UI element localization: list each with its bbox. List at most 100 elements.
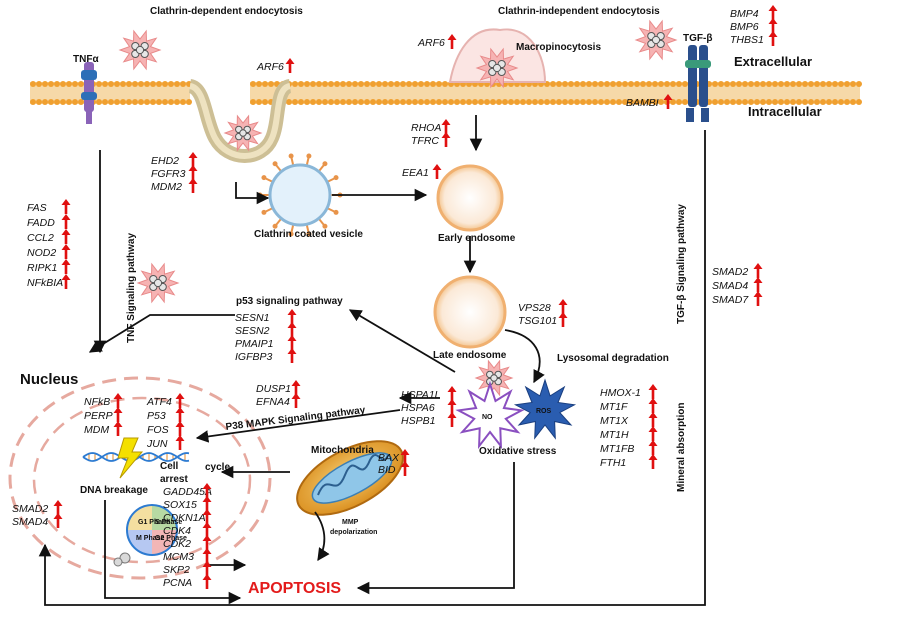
upregulated-arrow-icon [113,421,123,436]
gene-late-endosome: TSG101 [518,315,557,327]
label-cycle: cycle [205,462,230,473]
upregulated-arrow-icon [202,483,212,498]
upregulated-arrow-icon [175,393,185,408]
tgf-beta-receptor-icon [685,45,711,122]
late-endosome [433,275,507,349]
label-clathrin-coated-vesicle: Clathrin coated vesicle [254,229,363,240]
upregulated-arrow-icon [202,522,212,537]
nanoparticle-icon [223,114,263,152]
gene-bax-bid: BID [378,464,396,476]
gene-tnf-pathway: FADD [27,217,55,229]
upregulated-arrow-icon [663,94,673,109]
upregulated-arrow-icon [285,58,295,73]
gene-eea1: EEA1 [402,167,429,179]
upregulated-arrow-icon [753,263,763,278]
nanoparticle-icon [475,47,519,89]
upregulated-arrow-icon [202,535,212,550]
upregulated-arrow-icon [441,119,451,134]
gene-cell-cycle: CDK2 [163,538,191,550]
upregulated-arrow-icon [558,299,568,314]
gene-smad-nucleus: SMAD4 [12,516,48,528]
upregulated-arrow-icon [53,500,63,515]
label-cell: Cell [160,461,179,472]
upregulated-arrow-icon [291,380,301,395]
gene-p38-pathway: EFNA4 [256,396,290,408]
clathrin-coated-vesicle [257,153,343,237]
label-tnf-alpha: TNFα [73,54,99,65]
gene-smad-nucleus: SMAD2 [12,503,48,515]
phase-m: M Phase [136,535,165,542]
upregulated-arrow-icon [768,18,778,33]
gene-nucleus: FOS [147,424,169,436]
gene-hsp: HSPB1 [401,415,435,427]
tnf-receptor-icon [81,62,97,124]
lightning-bolt-icon [117,437,144,479]
label-early-endosome: Early endosome [438,233,516,244]
gene-nucleus: PERP [84,410,113,422]
gene-rhoa-tfrc: TFRC [411,135,439,147]
upregulated-arrow-icon [61,199,71,214]
upregulated-arrow-icon [175,407,185,422]
gene-cell-cycle: GADD45A [163,486,212,498]
label-mmp: MMP [342,519,359,526]
mitochondria-icon [296,440,404,516]
gene-smad-tgf: SMAD7 [712,294,749,306]
gene-tnf-pathway: NFkBIA [27,277,63,289]
gene-bambi: BAMBI [626,97,659,109]
label-depolarization: depolarization [330,529,377,536]
gene-cell-cycle: MCM3 [163,551,194,563]
gene-hsp: HSPA6 [401,402,435,414]
upregulated-arrow-icon [648,384,658,399]
nanoparticle-icon [136,262,180,304]
label-lysosomal-degradation: Lysosomal degradation [557,353,669,364]
upregulated-arrow-icon [648,398,658,413]
label-macropinocytosis: Macropinocytosis [516,42,601,53]
phase-s: S Phase [155,519,182,526]
upregulated-arrow-icon [61,274,71,289]
upregulated-arrow-icon [400,449,410,464]
gene-cell-cycle: CDKN1A [163,512,206,524]
title-clathrin-independent: Clathrin-independent endocytosis [498,6,660,17]
phase-g1: G1 Phase [138,519,170,526]
upregulated-arrow-icon [648,412,658,427]
nanoparticle-icon [474,359,514,397]
upregulated-arrow-icon [753,277,763,292]
upregulated-arrow-icon [447,412,457,427]
gene-arf6: ARF6 [256,61,284,73]
upregulated-arrow-icon [175,421,185,436]
nucleus-inner-membrane [32,396,252,564]
upregulated-arrow-icon [53,513,63,528]
nitric-oxide-star [455,380,525,450]
upregulated-arrow-icon [61,229,71,244]
gene-rhoa-tfrc: RHOA [411,122,441,134]
gene-late-endosome: VPS28 [518,302,551,314]
label-apoptosis: APOPTOSIS [248,580,341,597]
ros-star [513,378,577,440]
upregulated-arrow-icon [768,5,778,20]
gene-tnf-pathway: NOD2 [27,247,56,259]
gene-nucleus: ATF4 [146,396,172,408]
upregulated-arrow-icon [188,165,198,180]
gene-tnf-pathway: CCL2 [27,232,54,244]
early-endosome [436,164,504,232]
gene-tgf-ligand: THBS1 [730,34,764,46]
upregulated-arrow-icon [202,548,212,563]
gene-tnf-pathway: RIPK1 [27,262,57,274]
gene-cell-cycle: SKP2 [163,564,190,576]
upregulated-arrow-icon [768,31,778,46]
upregulated-arrow-icon [753,291,763,306]
upregulated-arrow-icon [287,322,297,337]
gene-labels: BMP4BMP6THBS1ARF6ARF6BAMBIRHOATFRCEHD2FG… [12,5,778,589]
label-late-endosome: Late endosome [433,350,507,361]
upregulated-arrow-icon [113,407,123,422]
upregulated-arrow-icon [202,496,212,511]
nucleus-outer-membrane [8,376,272,580]
label-tnf-pathway: TNF Signaling pathway [126,233,137,343]
upregulated-arrow-icon [648,426,658,441]
gene-tgf-ligand: BMP6 [730,21,759,33]
label-mineral-absorption: Mineral absorption [676,403,687,492]
upregulated-arrow-icon [291,393,301,408]
gene-hsp: HSPA1L [401,389,441,401]
